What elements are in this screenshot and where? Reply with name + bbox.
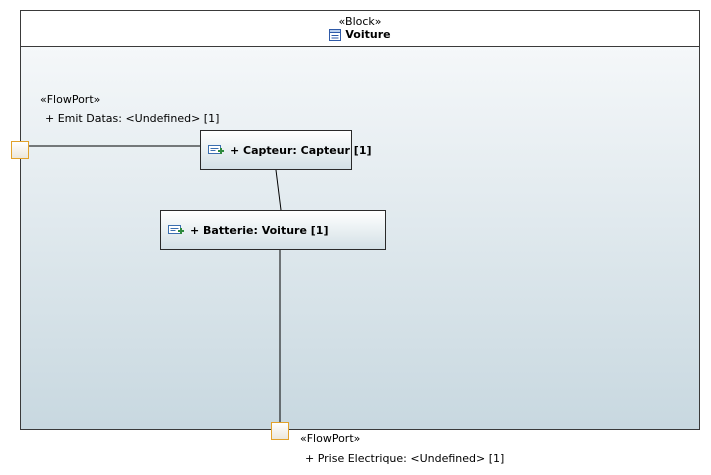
part-label: + Batterie: Voiture [1] [190,223,329,237]
flowport-emit-datas[interactable] [11,141,29,159]
flowport-prise-stereotype: «FlowPort» [300,432,361,445]
flowport-emit-label: + Emit Datas: <Undefined> [1] [45,112,220,125]
block-voiture[interactable]: «Block» Voiture [20,10,700,430]
flowport-prise-electrique[interactable] [271,422,289,440]
connector-capteur-to-batterie[interactable] [275,169,282,211]
part-capteur[interactable]: + Capteur: Capteur [1] [200,130,372,170]
flowport-emit-stereotype: «FlowPort» [40,93,101,106]
block-icon [329,29,342,41]
part-batterie[interactable]: + Batterie: Voiture [1] [160,210,386,250]
flowport-prise-label: + Prise Electrique: <Undefined> [1] [305,452,505,465]
block-title-row: Voiture [21,28,699,42]
part-property-icon [168,225,184,234]
part-label: + Capteur: Capteur [1] [230,143,372,157]
part-property-icon [208,145,224,154]
block-header: «Block» Voiture [21,11,699,47]
block-name[interactable]: Voiture [345,28,391,41]
block-stereotype: «Block» [338,15,382,28]
